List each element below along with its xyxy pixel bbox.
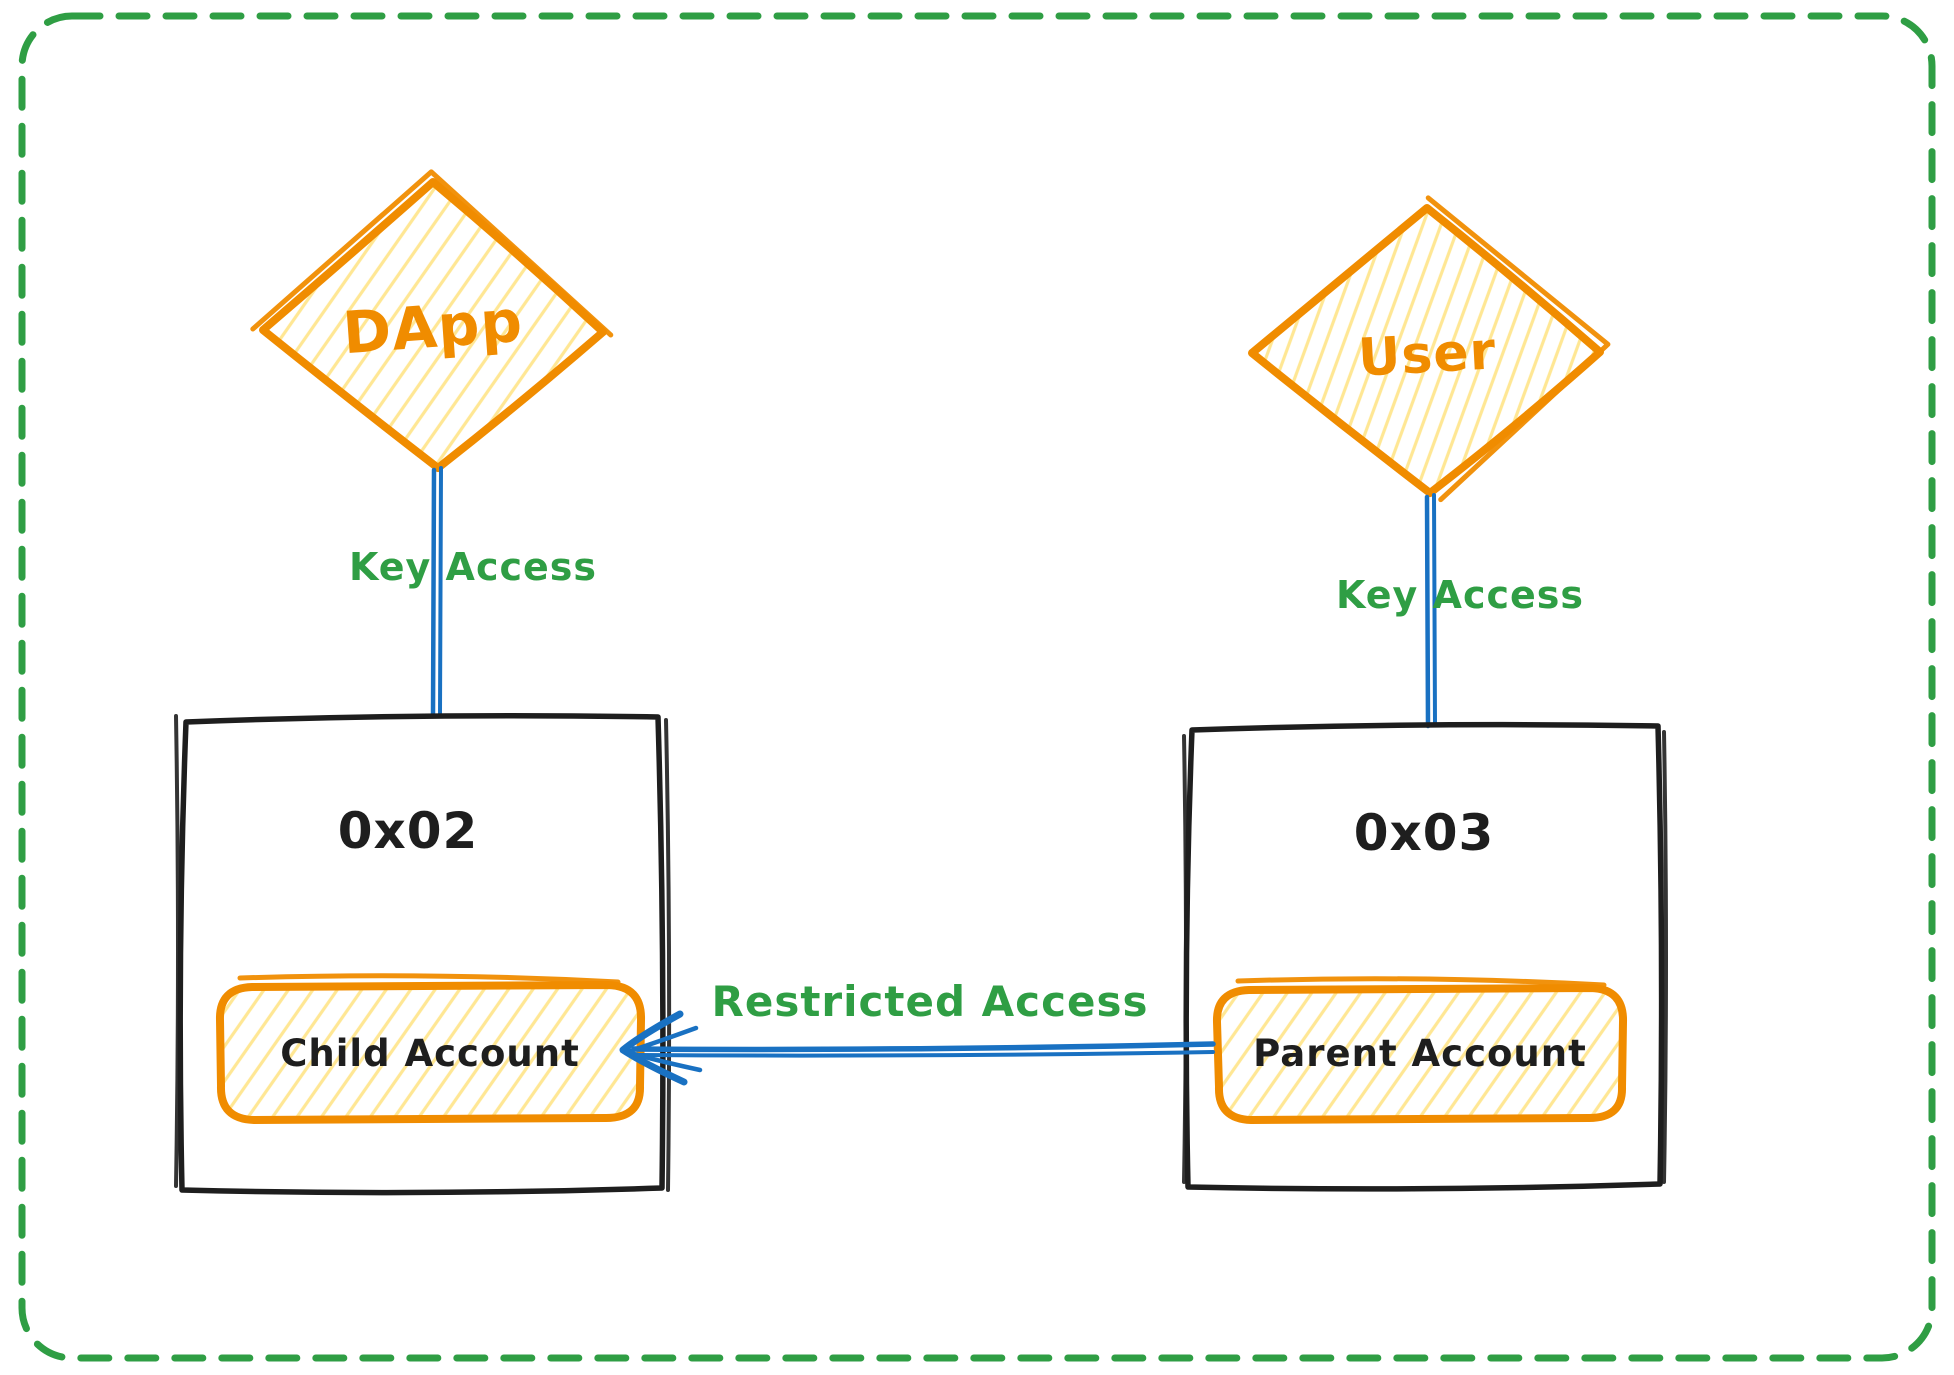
right-address-label: 0x03 <box>1354 804 1495 862</box>
user-diamond: User <box>1248 195 1611 503</box>
dashed-border-frame <box>18 12 1936 1362</box>
parent-account-label: Parent Account <box>1253 1032 1587 1075</box>
account-box-0x02: 0x02 Child Account <box>174 713 672 1196</box>
key-access-label-right: Key Access <box>1336 573 1584 617</box>
left-address-label: 0x02 <box>338 802 479 860</box>
parent-account-pill: Parent Account <box>1213 976 1628 1124</box>
dapp-diamond: DApp <box>250 169 614 472</box>
child-account-pill: Child Account <box>215 973 646 1124</box>
user-key-access-connector <box>1424 493 1437 729</box>
user-label: User <box>1357 321 1498 388</box>
restricted-access-label: Restricted Access <box>712 977 1149 1026</box>
child-account-label: Child Account <box>280 1032 580 1075</box>
dapp-label: DApp <box>341 287 525 367</box>
account-box-0x03: 0x03 Parent Account <box>1182 721 1668 1192</box>
key-access-label-left: Key Access <box>349 545 597 589</box>
restricted-access-arrow <box>619 1010 1216 1086</box>
dapp-key-access-connector <box>430 466 443 719</box>
